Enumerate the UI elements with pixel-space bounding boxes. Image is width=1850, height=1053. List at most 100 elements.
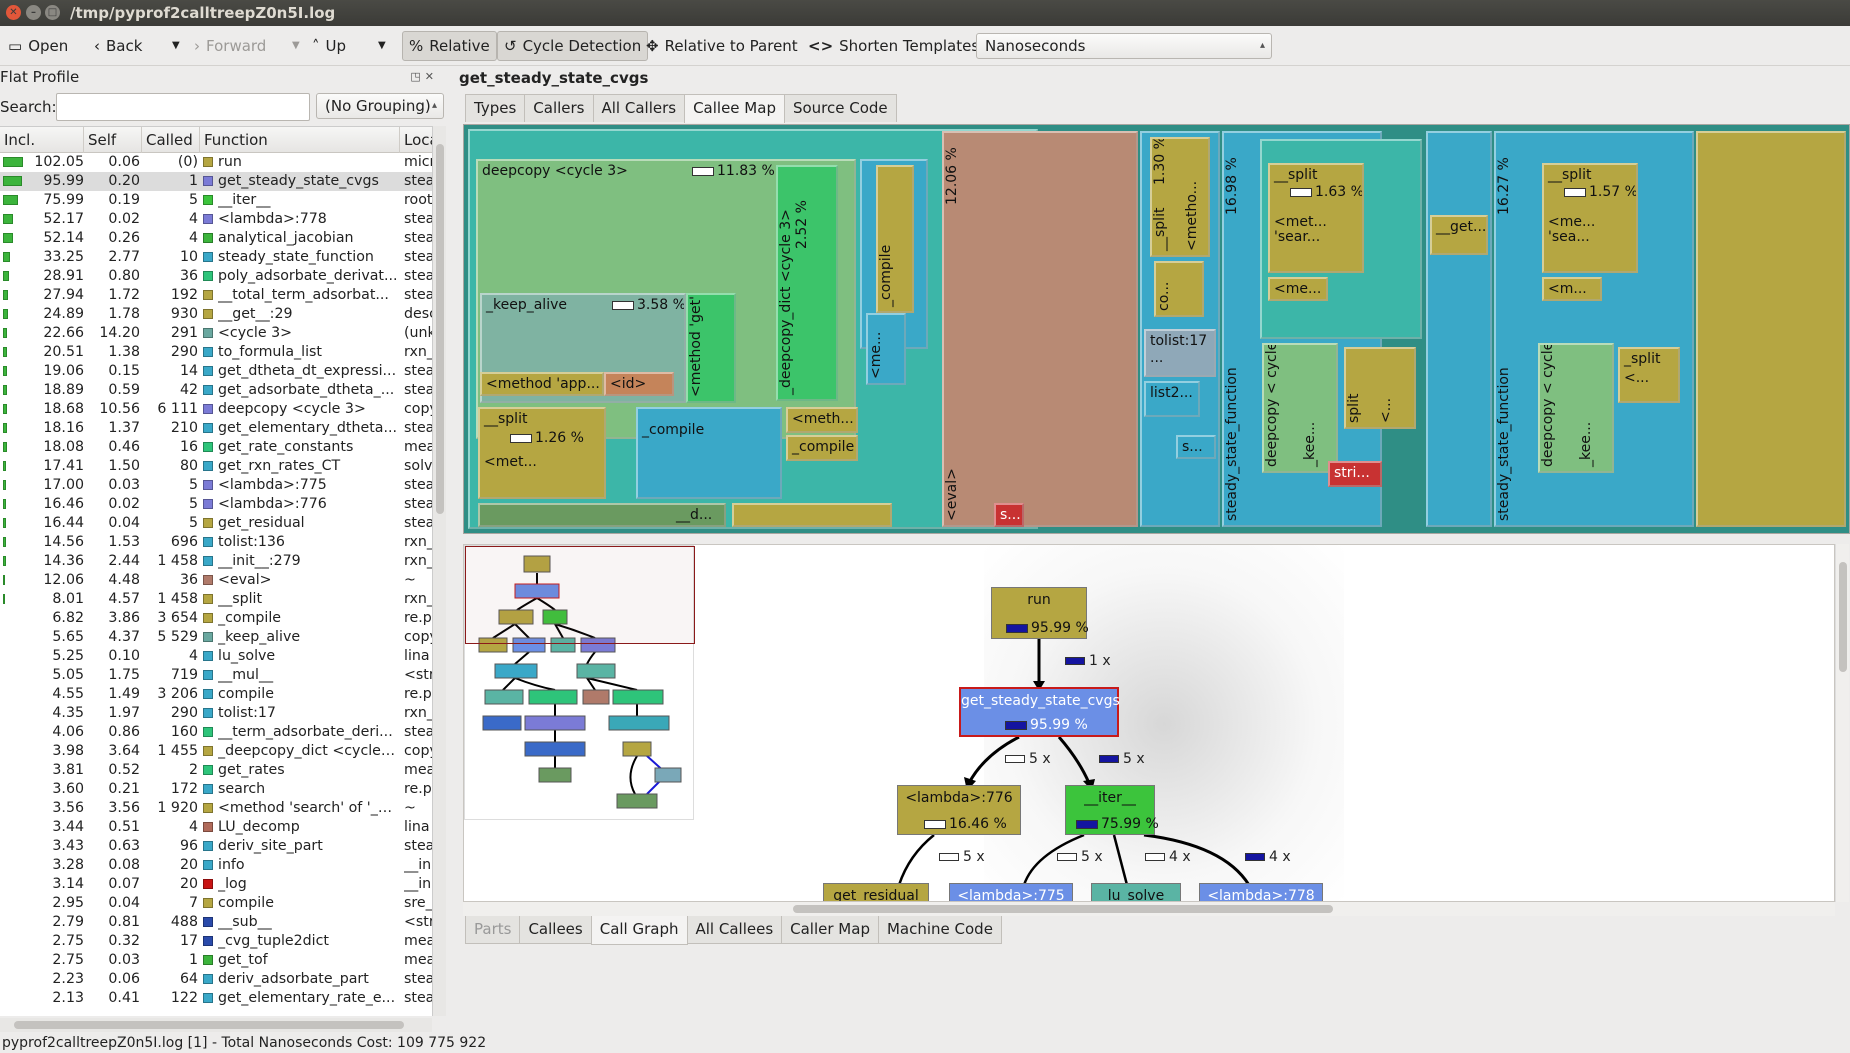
tab-callee-map[interactable]: Callee Map [684, 94, 785, 123]
treemap-block-m[interactable]: <m... [1542, 277, 1602, 301]
treemap-block-s2[interactable]: s... [1176, 435, 1216, 459]
graph-hscrollbar[interactable] [463, 902, 1835, 916]
cycle-detection-toggle[interactable]: ↺Cycle Detection [497, 31, 649, 61]
col-self[interactable]: Self [84, 127, 142, 153]
relative-toggle[interactable]: %Relative [402, 31, 497, 61]
tab-callers[interactable]: Callers [524, 94, 594, 122]
treemap-block-compile-inner[interactable]: _compile [876, 165, 914, 313]
dock-buttons[interactable]: ◳✕ [410, 70, 438, 83]
tab-all-callers[interactable]: All Callers [592, 94, 686, 122]
back-button[interactable]: ‹Back [88, 31, 148, 61]
treemap-block-meth[interactable]: <meth... [786, 407, 858, 433]
graph-node-get-steady-state-cvgs[interactable]: get_steady_state_cvgs 95.99 % [959, 687, 1120, 737]
call-graph[interactable]: run 95.99 % get_steady_state_cvgs 95.99 … [463, 544, 1835, 902]
float-icon[interactable]: ◳ [410, 70, 425, 83]
cost-type-select[interactable]: Nanoseconds▴ [976, 33, 1272, 59]
tab-caller-map[interactable]: Caller Map [781, 916, 879, 944]
treemap-block-split-b[interactable]: split<... [1344, 347, 1416, 429]
forward-button[interactable]: ›Forward [188, 31, 272, 61]
table-row[interactable]: 5.654.375 529_keep_alivecopy [0, 628, 432, 647]
treemap-block-deepcopy-dict[interactable]: _deepcopy_dict <cycle 3> 2.52 % [776, 165, 838, 401]
scroll-thumb[interactable] [436, 144, 444, 514]
treemap-block-id[interactable]: <id> [604, 372, 674, 396]
treemap-block-right-edge[interactable] [1696, 131, 1846, 527]
graph-node-run[interactable]: run 95.99 % [991, 587, 1089, 639]
graph-node-lambda-778[interactable]: <lambda>:778 [1199, 883, 1323, 901]
treemap-block-eval[interactable]: <eval> 12.06 % [942, 131, 1138, 527]
graph-node-lambda-776[interactable]: <lambda>:776 16.46 % [897, 785, 1021, 835]
treemap-block-tolist17[interactable]: tolist:17 ... [1144, 329, 1216, 377]
treemap-block-split-d[interactable]: _split<... [1618, 347, 1680, 403]
up-menu-button[interactable]: ▼ [378, 40, 386, 51]
up-button[interactable]: ˄Up [306, 31, 352, 61]
shorten-templates-toggle[interactable]: <>Shorten Templates [802, 31, 985, 61]
table-row[interactable]: 102.050.06(0)runmicro [0, 153, 432, 172]
treemap-block-me-dots[interactable]: <me... [1268, 277, 1328, 301]
treemap-block-method-app[interactable]: <method 'app... [480, 372, 604, 396]
treemap-block-get-inner[interactable]: __get... [1430, 215, 1488, 255]
treemap-block-s[interactable]: s... [994, 503, 1024, 527]
treemap-block-deepcopy-v[interactable]: deepcopy < cycle 3>_kee... [1262, 343, 1338, 473]
scroll-thumb[interactable] [1839, 562, 1847, 672]
col-location[interactable]: Loca [404, 131, 432, 149]
table-vscrollbar[interactable] [432, 126, 446, 1016]
tab-callees[interactable]: Callees [519, 916, 592, 944]
treemap-block-split-c[interactable]: __split 1.57 % <me... 'sea... [1542, 163, 1638, 273]
treemap-block-compile-2[interactable]: _compile [636, 407, 782, 499]
relative-to-parent-toggle[interactable]: ✥Relative to Parent [640, 31, 804, 61]
treemap-block-me[interactable]: <me... [866, 313, 906, 385]
back-menu-button[interactable]: ▼ [172, 40, 180, 51]
close-dock-icon[interactable]: ✕ [424, 70, 438, 83]
open-button[interactable]: ▭Open [2, 31, 74, 61]
treemap-block-small-a[interactable] [732, 503, 892, 527]
grouping-select[interactable]: (No Grouping)▴ [316, 93, 444, 119]
overview-viewport[interactable] [465, 546, 695, 644]
tab-types[interactable]: Types [465, 94, 526, 122]
treemap-block-split-a-inner[interactable]: __split 1.63 % <met... 'sear... [1268, 163, 1364, 273]
scroll-thumb[interactable] [14, 1021, 404, 1029]
treemap-block-get[interactable] [1426, 131, 1492, 527]
minimize-window-icon[interactable]: – [26, 5, 41, 20]
treemap-block-list2[interactable]: list2... [1144, 381, 1200, 417]
tab-source-code[interactable]: Source Code [783, 94, 897, 122]
treemap-block-deepcopy-v2[interactable]: deepcopy < cycle 3>_kee... [1538, 343, 1614, 473]
treemap-block-split-1[interactable]: __split 1.26 % <met... [478, 407, 606, 499]
graph-node-lambda-775[interactable]: <lambda>:775 [949, 883, 1073, 901]
treemap-block-stri[interactable]: stri... [1328, 461, 1382, 487]
graph-vscrollbar[interactable] [1835, 544, 1849, 902]
graph-node-get-residual[interactable]: get_residual [823, 883, 929, 901]
scroll-thumb[interactable] [793, 905, 1333, 913]
